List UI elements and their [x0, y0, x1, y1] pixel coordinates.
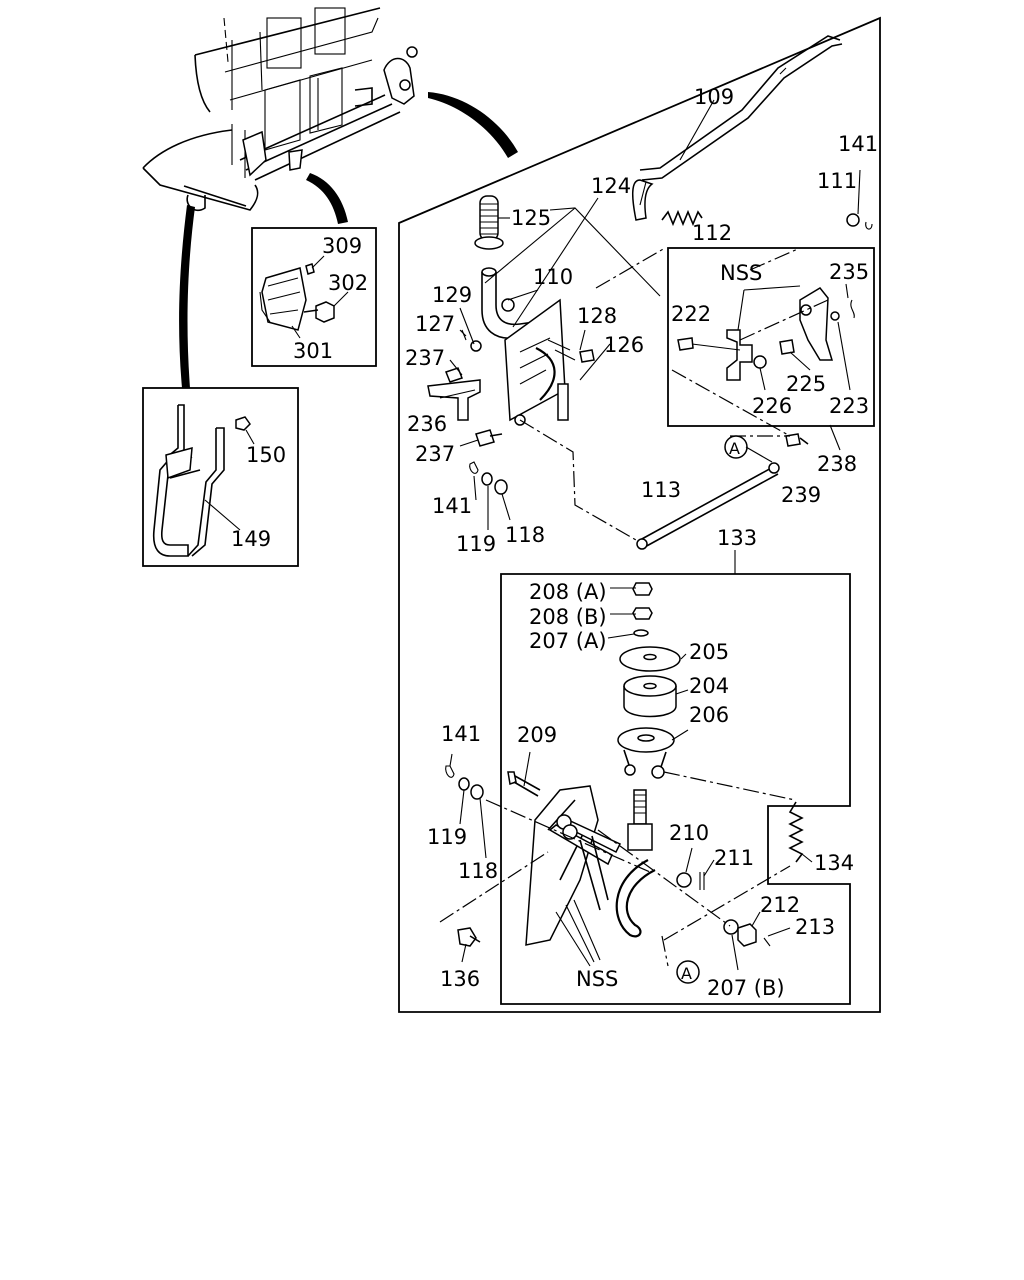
label-nss-lower: NSS — [576, 967, 618, 991]
label-118-lower: 118 — [458, 859, 498, 883]
label-109: 109 — [694, 85, 734, 109]
label-209: 209 — [517, 723, 557, 747]
label-124: 124 — [591, 174, 631, 198]
label-239: 239 — [781, 483, 821, 507]
label-207b: 207 (B) — [707, 976, 785, 1000]
label-110: 110 — [533, 265, 573, 289]
label-149: 149 — [231, 527, 271, 551]
label-128: 128 — [577, 304, 617, 328]
label-204: 204 — [689, 674, 729, 698]
label-129: 129 — [432, 283, 472, 307]
reference-marker-a-bottom — [676, 960, 700, 984]
part-number-labels: 109 141 111 124 125 112 235 110 129 128 … — [231, 85, 878, 1000]
label-125: 125 — [511, 206, 551, 230]
label-134: 134 — [814, 851, 854, 875]
label-133: 133 — [717, 526, 757, 550]
label-309: 309 — [322, 234, 362, 258]
label-238: 238 — [817, 452, 857, 476]
label-211: 211 — [714, 846, 754, 870]
label-126: 126 — [604, 333, 644, 357]
label-141-lower: 141 — [441, 722, 481, 746]
label-208a: 208 (A) — [529, 580, 607, 604]
label-225: 225 — [786, 372, 826, 396]
label-141-middle: 141 — [432, 494, 472, 518]
label-302: 302 — [328, 271, 368, 295]
label-127: 127 — [415, 312, 455, 336]
marker-a-top-letter: A — [729, 439, 740, 458]
detail-box-149 — [142, 387, 299, 567]
truck-cab-illustration — [142, 7, 518, 388]
label-112: 112 — [692, 221, 732, 245]
label-235: 235 — [829, 260, 869, 284]
label-118-upper: 118 — [505, 523, 545, 547]
label-119-lower: 119 — [427, 825, 467, 849]
label-301: 301 — [293, 339, 333, 363]
label-113: 113 — [641, 478, 681, 502]
label-210: 210 — [669, 821, 709, 845]
label-119-upper: 119 — [456, 532, 496, 556]
label-207a: 207 (A) — [529, 629, 607, 653]
label-150: 150 — [246, 443, 286, 467]
label-223: 223 — [829, 394, 869, 418]
label-237-a: 237 — [405, 346, 445, 370]
label-111: 111 — [817, 169, 857, 193]
detail-box-nss-upper — [667, 247, 875, 451]
main-assembly-frame — [398, 16, 881, 1013]
label-205: 205 — [689, 640, 729, 664]
upper-lever-assembly — [427, 35, 873, 550]
label-226: 226 — [752, 394, 792, 418]
label-206: 206 — [689, 703, 729, 727]
label-212: 212 — [760, 893, 800, 917]
detail-box-133 — [439, 550, 851, 1005]
label-141-upper: 141 — [838, 132, 878, 156]
label-nss-upper: NSS — [720, 261, 762, 285]
detail-box-301 — [251, 227, 377, 367]
label-222: 222 — [671, 302, 711, 326]
marker-a-bottom-letter: A — [681, 964, 692, 983]
label-213: 213 — [795, 915, 835, 939]
label-208b: 208 (B) — [529, 605, 607, 629]
label-236: 236 — [407, 412, 447, 436]
label-237-b: 237 — [415, 442, 455, 466]
label-136: 136 — [440, 967, 480, 991]
